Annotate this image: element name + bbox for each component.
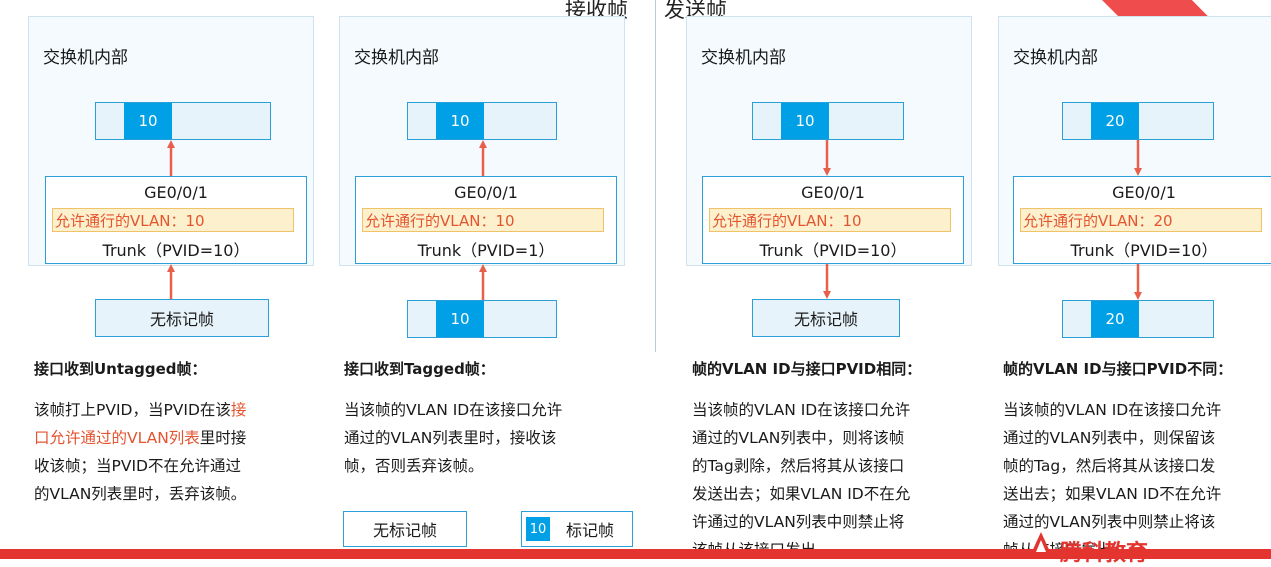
- trunk-pvid: Trunk（PVID=1）: [417, 241, 555, 260]
- allowed-vlan: 允许通行的VLAN：10: [709, 208, 951, 232]
- section-divider: [655, 0, 656, 352]
- allowed-vlan: 允许通行的VLAN：10: [362, 208, 604, 232]
- desc-line: 的Tag剥除，然后将其从该接口: [692, 457, 905, 475]
- brand-name: 腾科教育: [1060, 541, 1149, 566]
- port-box: GE0/0/1 允许通行的VLAN：10 Trunk（PVID=1）: [355, 176, 617, 264]
- port-box: GE0/0/1 允许通行的VLAN：20 Trunk（PVID=10）: [1013, 176, 1271, 264]
- desc-text-same-vlan: 当该帧的VLAN ID在该接口允许 通过的VLAN列表中，则将该帧 的Tag剥除…: [692, 396, 982, 564]
- internal-frame: 10: [95, 102, 271, 140]
- desc-line: 该帧打上PVID，当PVID在该接: [34, 401, 247, 419]
- desc-heading-untagged: 接口收到Untagged帧：: [34, 360, 207, 378]
- panel-title: 交换机内部: [43, 48, 128, 68]
- panel-title: 交换机内部: [701, 48, 786, 68]
- trunk-pvid: Trunk（PVID=10）: [1070, 241, 1218, 260]
- desc-line: 口允许通过的VLAN列表里时接: [34, 429, 247, 447]
- internal-frame: 10: [407, 102, 557, 140]
- allowed-vlan: 允许通行的VLAN：20: [1020, 208, 1262, 232]
- desc-line: 当该帧的VLAN ID在该接口允许: [344, 401, 563, 419]
- desc-line: 通过的VLAN列表中，则将该帧: [692, 429, 905, 447]
- legend-vlan-tag: 10: [526, 517, 550, 541]
- internal-frame: 20: [1062, 102, 1214, 140]
- internal-frame: 10: [752, 102, 904, 140]
- desc-line: 送出去；如果VLAN ID不在允许: [1003, 485, 1222, 503]
- brand-bar: [0, 549, 1271, 559]
- port-box: GE0/0/1 允许通行的VLAN：10 Trunk（PVID=10）: [702, 176, 964, 264]
- desc-heading-tagged: 接口收到Tagged帧：: [344, 360, 495, 378]
- desc-line: 当该帧的VLAN ID在该接口允许: [692, 401, 911, 419]
- desc-heading-different-vlan: 帧的VLAN ID与接口PVID不同：: [1003, 360, 1233, 378]
- vlan-tag: 10: [124, 103, 172, 139]
- untagged-frame: 无标记帧: [752, 299, 900, 337]
- legend-tagged-frame: 10 标记帧: [521, 511, 633, 547]
- desc-line: 的VLAN列表里时，丢弃该帧。: [34, 485, 247, 503]
- desc-line: 通过的VLAN列表中则禁止将该: [1003, 513, 1216, 531]
- desc-text-tagged: 当该帧的VLAN ID在该接口允许 通过的VLAN列表里时，接收该 帧，否则丢弃…: [344, 396, 634, 480]
- port-name: GE0/0/1: [144, 183, 208, 202]
- tagged-frame: 20: [1062, 300, 1214, 338]
- vlan-tag: 10: [436, 301, 484, 337]
- panel-title: 交换机内部: [354, 48, 439, 68]
- vlan-tag: 10: [436, 103, 484, 139]
- port-box: GE0/0/1 允许通行的VLAN：10 Trunk（PVID=10）: [45, 176, 307, 264]
- desc-heading-same-vlan: 帧的VLAN ID与接口PVID相同：: [692, 360, 922, 378]
- allowed-vlan: 允许通行的VLAN：10: [52, 208, 294, 232]
- trunk-pvid: Trunk（PVID=10）: [102, 241, 250, 260]
- panel-title: 交换机内部: [1013, 48, 1098, 68]
- legend-tagged-label: 标记帧: [566, 521, 615, 540]
- trunk-pvid: Trunk（PVID=10）: [759, 241, 907, 260]
- port-name: GE0/0/1: [801, 183, 865, 202]
- desc-line: 通过的VLAN列表中，则保留该: [1003, 429, 1216, 447]
- brand-logo-icon: [1030, 532, 1052, 556]
- vlan-tag: 10: [781, 103, 829, 139]
- port-name: GE0/0/1: [454, 183, 518, 202]
- legend-untagged-frame: 无标记帧: [343, 511, 467, 547]
- port-name: GE0/0/1: [1112, 183, 1176, 202]
- desc-line: 许通过的VLAN列表中则禁止将: [692, 513, 905, 531]
- desc-line: 发送出去；如果VLAN ID不在允: [692, 485, 911, 503]
- desc-line: 当该帧的VLAN ID在该接口允许: [1003, 401, 1222, 419]
- desc-line: 通过的VLAN列表里时，接收该: [344, 429, 557, 447]
- vlan-tag: 20: [1091, 103, 1139, 139]
- tagged-frame: 10: [407, 300, 557, 338]
- vlan-tag: 20: [1091, 301, 1139, 337]
- desc-line: 收该帧；当PVID不在允许通过: [34, 457, 241, 475]
- desc-line: 帧，否则丢弃该帧。: [344, 457, 484, 475]
- desc-text-untagged: 该帧打上PVID，当PVID在该接 口允许通过的VLAN列表里时接 收该帧；当P…: [34, 396, 314, 508]
- desc-line: 帧的Tag，然后将其从该接口发: [1003, 457, 1216, 475]
- untagged-frame: 无标记帧: [95, 299, 269, 337]
